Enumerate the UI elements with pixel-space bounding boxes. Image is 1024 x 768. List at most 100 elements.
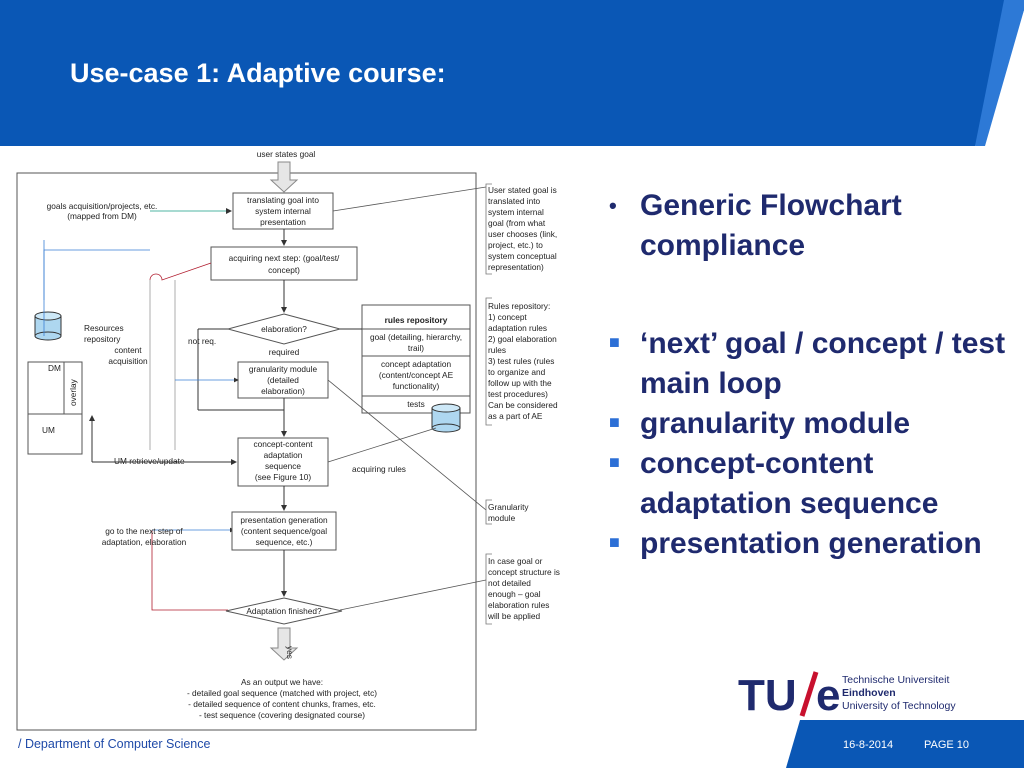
svg-text:concept): concept): [268, 265, 300, 275]
yes-arrow: yes: [269, 627, 299, 661]
footer-bar: [786, 720, 1024, 768]
footer-department: / Department of Computer Science: [18, 737, 211, 751]
start-arrow: [269, 161, 299, 193]
bullet-item: ■ granularity module: [606, 404, 1016, 444]
svg-text:representation): representation): [488, 262, 544, 272]
concept-content-adaptation-box: concept-content adaptation sequence (see…: [237, 437, 329, 487]
go-next-line1: go to the next step of: [105, 526, 183, 536]
svg-text:elaboration rules: elaboration rules: [488, 600, 549, 610]
goals-acq-line1: goals acquisition/projects, etc.: [47, 201, 158, 211]
elaboration-decision: elaboration?: [226, 313, 342, 345]
svg-text:will be applied: will be applied: [487, 611, 541, 621]
bullet-square-icon: ■: [609, 452, 620, 472]
svg-text:granularity module: granularity module: [249, 364, 318, 374]
svg-text:elaboration): elaboration): [261, 386, 305, 396]
svg-text:enough – goal: enough – goal: [488, 589, 541, 599]
note-rules-repository: Rules repository: 1) concept adaptation …: [485, 297, 558, 426]
university-name: Technische Universiteit Eindhoven Univer…: [842, 674, 956, 712]
page-title: Use-case 1: Adaptive course:: [70, 58, 446, 88]
note-granularity: Granularity module: [485, 499, 529, 525]
svg-text:acquiring next step: (goal/tes: acquiring next step: (goal/test/: [229, 253, 340, 263]
note-goal-elaboration: In case goal or concept structure is not…: [485, 553, 560, 625]
svg-text:(content/concept AE: (content/concept AE: [379, 370, 454, 380]
svg-text:- detailed sequence of content: - detailed sequence of content chunks, f…: [188, 699, 376, 709]
svg-text:yes: yes: [285, 646, 295, 659]
bullet-item: • Generic Flowchart compliance: [606, 186, 1016, 266]
svg-text:User stated goal is: User stated goal is: [488, 185, 557, 195]
svg-text:test procedures): test procedures): [488, 389, 548, 399]
adaptation-finished-decision: Adaptation finished?: [225, 597, 343, 625]
svg-text:As an output we have:: As an output we have:: [241, 677, 323, 687]
resources-label-1: Resources: [84, 323, 124, 333]
footer-date: 16-8-2014: [843, 739, 894, 751]
svg-text:- test sequence (covering desi: - test sequence (covering designated cou…: [199, 710, 365, 720]
svg-text:trail): trail): [408, 343, 424, 353]
svg-text:goal (from what: goal (from what: [488, 218, 546, 228]
svg-text:overlay: overlay: [68, 378, 78, 406]
svg-text:rules: rules: [488, 345, 506, 355]
svg-text:rules repository: rules repository: [385, 315, 448, 325]
svg-text:2) goal elaboration: 2) goal elaboration: [488, 334, 557, 344]
svg-text:not detailed: not detailed: [488, 578, 531, 588]
rules-repository-table: rules repository goal (detailing, hierar…: [361, 304, 471, 414]
bullet-item: ■ ‘next’ goal / concept / test main loop: [606, 324, 1016, 404]
bullet-item: ■ presentation generation: [606, 524, 1016, 564]
svg-text:goal (detailing, hierarchy,: goal (detailing, hierarchy,: [370, 332, 462, 342]
svg-text:concept adaptation: concept adaptation: [381, 359, 452, 369]
svg-text:system internal: system internal: [255, 206, 311, 216]
bullet-square-icon: ■: [609, 412, 620, 432]
content-acq-2: acquisition: [108, 356, 148, 366]
svg-text:1) concept: 1) concept: [488, 312, 527, 322]
svg-text:3) test rules (rules: 3) test rules (rules: [488, 356, 554, 366]
svg-text:DM: DM: [48, 363, 61, 373]
svg-text:follow up with the: follow up with the: [488, 378, 552, 388]
footer-page-number: PAGE 10: [924, 739, 970, 751]
svg-text:Adaptation finished?: Adaptation finished?: [246, 606, 322, 616]
svg-text:user chooses (link,: user chooses (link,: [488, 229, 557, 239]
resources-label-2: repository: [84, 334, 121, 344]
bullet-square-icon: ■: [609, 532, 620, 552]
svg-text:concept structure is: concept structure is: [488, 567, 560, 577]
granularity-module-box: granularity module (detailed elaboration…: [237, 361, 329, 399]
translating-goal-box: translating goal into system internal pr…: [232, 192, 334, 230]
output-description: As an output we have: - detailed goal se…: [187, 677, 377, 720]
svg-text:TU: TU: [738, 671, 797, 718]
user-states-goal-label: user states goal: [257, 149, 316, 159]
svg-text:presentation: presentation: [260, 217, 306, 227]
svg-text:translated into: translated into: [488, 196, 541, 206]
bullet-dot-icon: •: [609, 193, 617, 218]
svg-text:(detailed: (detailed: [267, 375, 299, 385]
svg-text:translating goal into: translating goal into: [247, 195, 319, 205]
bullet-list: • Generic Flowchart compliance ■ ‘next’ …: [606, 186, 1016, 564]
acquiring-rules-label: acquiring rules: [352, 464, 406, 474]
tue-logo: TU e: [738, 671, 840, 718]
svg-text:project, etc.) to: project, etc.) to: [488, 240, 543, 250]
svg-text:In case goal or: In case goal or: [488, 556, 543, 566]
bullet-item: ■ concept-content adaptation sequence: [606, 444, 1016, 524]
um-retrieve-label: UM retrieve/update: [114, 456, 185, 466]
acquiring-next-step-box: acquiring next step: (goal/test/ concept…: [210, 246, 358, 281]
tests-database-icon: [431, 403, 461, 433]
svg-text:system internal: system internal: [488, 207, 544, 217]
svg-text:(content sequence/goal: (content sequence/goal: [241, 526, 327, 536]
svg-text:functionality): functionality): [393, 381, 440, 391]
svg-text:- detailed goal sequence (matc: - detailed goal sequence (matched with p…: [187, 688, 377, 698]
svg-text:tests: tests: [407, 399, 425, 409]
svg-text:concept-content: concept-content: [253, 439, 313, 449]
presentation-generation-box: presentation generation (content sequenc…: [231, 511, 337, 551]
header-banner: [0, 0, 1024, 146]
svg-text:as a part of AE: as a part of AE: [488, 411, 543, 421]
svg-text:sequence, etc.): sequence, etc.): [256, 537, 313, 547]
svg-text:(see Figure 10): (see Figure 10): [255, 472, 311, 482]
svg-text:presentation generation: presentation generation: [240, 515, 328, 525]
svg-text:to organize and: to organize and: [488, 367, 546, 377]
bullet-square-icon: ■: [609, 332, 620, 352]
go-next-line2: adaptation, elaboration: [102, 537, 187, 547]
svg-text:Granularity: Granularity: [488, 502, 529, 512]
note-goal-translation: User stated goal is translated into syst…: [485, 183, 557, 275]
not-req-label: not req.: [188, 336, 216, 346]
svg-text:adaptation: adaptation: [264, 450, 303, 460]
svg-text:Rules repository:: Rules repository:: [488, 301, 550, 311]
svg-text:e: e: [816, 671, 840, 718]
svg-text:elaboration?: elaboration?: [261, 324, 307, 334]
